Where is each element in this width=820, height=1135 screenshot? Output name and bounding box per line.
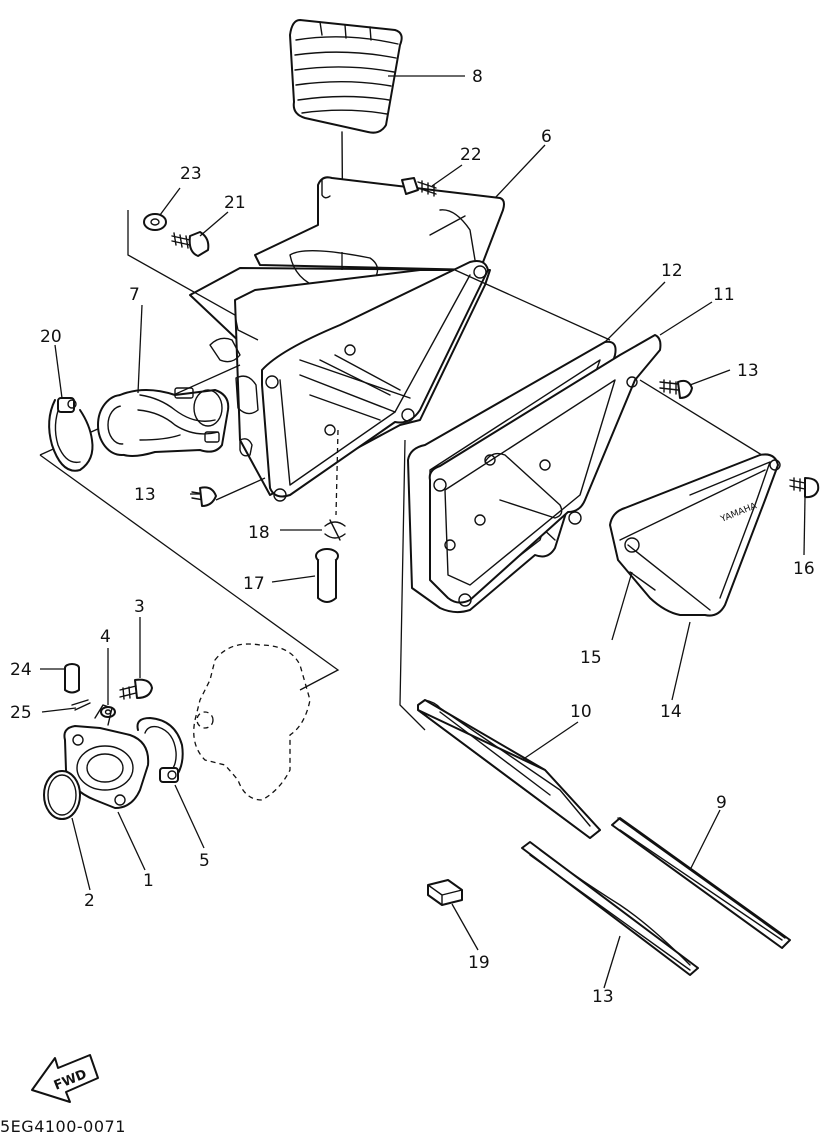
part-6-air-filter-case <box>189 176 505 502</box>
part-15-cover: YAMAHA <box>609 453 781 617</box>
part-23-bolt <box>401 177 437 197</box>
callout-9: 9 <box>716 793 727 813</box>
callout-24: 23 <box>180 164 202 184</box>
part-9-element <box>611 817 791 949</box>
callout-6: 6 <box>541 127 552 147</box>
callout-8: 8 <box>472 67 483 87</box>
callout-11: 11 <box>713 285 735 305</box>
part-11-element-frame <box>428 334 662 607</box>
callout-4: 4 <box>100 627 111 647</box>
callout-13-right: 13 <box>737 361 759 381</box>
part-14-element <box>521 841 699 976</box>
callout-12: 12 <box>661 261 683 281</box>
part-13-screw-left <box>191 486 217 507</box>
part-2-o-ring <box>43 770 81 820</box>
callout-20: 19 <box>468 953 490 973</box>
carburetor-outline <box>193 643 311 801</box>
part-13-screw-right <box>659 379 693 399</box>
callout-15: 14 <box>660 702 682 722</box>
part-4-washer <box>100 706 116 718</box>
callout-1: 1 <box>143 871 154 891</box>
part-21-clamp <box>48 397 94 472</box>
callout-26: 25 <box>10 703 32 723</box>
part-24-washer <box>143 213 167 231</box>
callout-7: 7 <box>129 285 140 305</box>
part-17-screw <box>789 477 820 499</box>
callout-16: 15 <box>580 648 602 668</box>
callout-19: 18 <box>248 523 270 543</box>
callout-17: 16 <box>793 559 815 579</box>
part-19-clip <box>324 519 346 541</box>
part-7-joint <box>97 387 230 457</box>
callout-23: 22 <box>460 145 482 165</box>
part-22-bolt <box>171 231 210 257</box>
part-1-carburetor-joint <box>63 704 150 809</box>
part-26-fitting <box>71 699 91 711</box>
part-18-drain-pipe <box>315 548 339 603</box>
part-10-element <box>417 699 601 839</box>
callout-10: 10 <box>570 702 592 722</box>
fwd-arrow-icon: FWD <box>31 1054 99 1103</box>
part-8-intake-boot <box>289 19 403 134</box>
part-20-block <box>427 879 463 906</box>
callout-18: 17 <box>243 574 265 594</box>
callout-25: 24 <box>10 660 32 680</box>
callout-14: 13 <box>592 987 614 1007</box>
part-5-clamp <box>136 717 184 783</box>
callout-13-left: 13 <box>134 485 156 505</box>
callout-5: 5 <box>199 851 210 871</box>
callout-3: 3 <box>134 597 145 617</box>
callout-2: 2 <box>84 891 95 911</box>
callout-22: 21 <box>224 193 246 213</box>
part-25-spacer <box>64 663 80 694</box>
drawing-code: 5EG4100-0071 <box>0 1117 126 1135</box>
callout-21: 20 <box>40 327 62 347</box>
part-3-bolt <box>119 678 153 700</box>
